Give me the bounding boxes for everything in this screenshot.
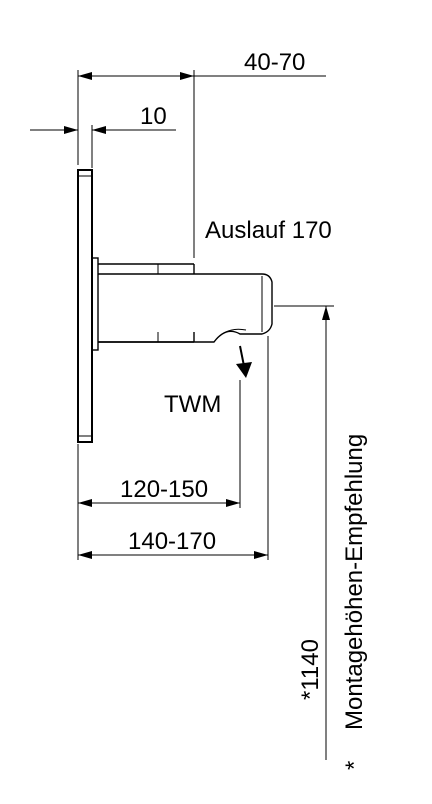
- spout: [98, 273, 273, 343]
- wall-plate: [77, 169, 93, 443]
- dimension-height: *1140: [274, 305, 334, 760]
- dimension-near-projection: 120-150: [77, 380, 241, 560]
- model-label: TWM: [164, 391, 221, 418]
- dimension-plate-thickness: 10: [30, 103, 176, 168]
- dimension-top-offset: 40-70: [77, 49, 326, 258]
- note-star: *: [341, 761, 368, 770]
- dim-far-projection-label: 140-170: [128, 528, 216, 555]
- dim-near-projection-label: 120-150: [120, 476, 208, 503]
- flow-arrow-icon: [236, 345, 252, 378]
- spout-label: Auslauf 170: [205, 217, 332, 244]
- dimension-far-projection: 140-170: [78, 336, 269, 560]
- dim-plate-thickness-label: 10: [140, 103, 167, 130]
- note-text: Montagehöhen-Empfehlung: [341, 434, 368, 730]
- installation-height-note: * Montagehöhen-Empfehlung: [341, 434, 368, 770]
- dim-height-label: *1140: [297, 639, 324, 700]
- dim-top-offset-label: 40-70: [244, 49, 305, 76]
- mounting-body: [91, 257, 195, 351]
